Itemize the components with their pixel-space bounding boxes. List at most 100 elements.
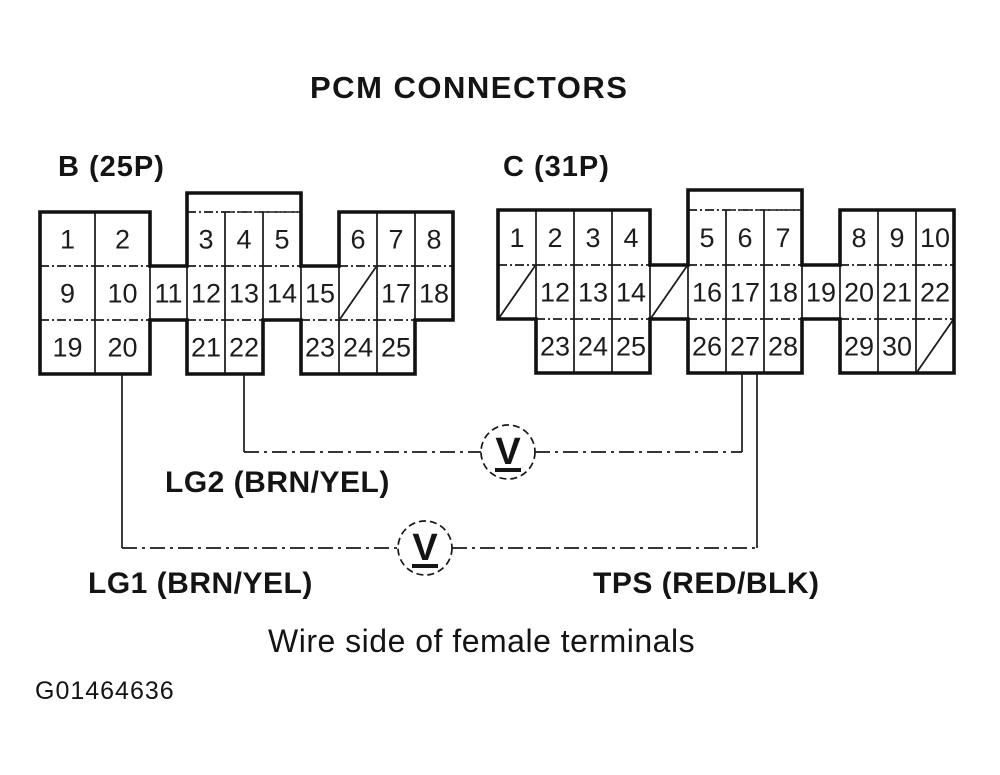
pin-cell-C-8: 8 <box>839 209 879 266</box>
pin-cell-C-9: 9 <box>877 209 917 266</box>
pin-number: 19 <box>52 333 82 363</box>
pin-cell-C-4: 4 <box>611 209 651 266</box>
pin-cell-C-25: 25 <box>611 318 651 374</box>
connector-b-label: B (25P) <box>58 151 165 183</box>
pin-cell-B-21: 21 <box>186 319 226 375</box>
pin-cell-C-12: 12 <box>535 264 575 320</box>
pin-number: 22 <box>920 278 950 308</box>
pin-cell-B-10: 10 <box>94 265 151 321</box>
pin-number: 29 <box>844 332 874 362</box>
pin-number: 16 <box>692 278 722 308</box>
pin-number: 18 <box>768 278 798 308</box>
pin-cell-C-27: 27 <box>725 318 765 374</box>
connector-outline-B <box>38 191 455 376</box>
pin-number: 5 <box>699 223 714 253</box>
wire-label-lg1: LG1 (BRN/YEL) <box>88 567 313 600</box>
pin-cell-B-18: 18 <box>414 265 454 321</box>
pin-number: 15 <box>305 279 335 309</box>
pin-cell-C-3: 3 <box>573 209 613 266</box>
pin-cell-C-26: 26 <box>687 318 727 374</box>
pin-number: 12 <box>540 278 570 308</box>
voltmeter-upper: V <box>480 424 536 480</box>
pin-number: 2 <box>115 225 130 255</box>
pin-number: 2 <box>547 223 562 253</box>
pin-cell-B-5: 5 <box>262 211 302 267</box>
pin-number: 23 <box>305 333 335 363</box>
pin-number: 28 <box>768 332 798 362</box>
pin-cell-B-6: 6 <box>338 211 378 267</box>
pin-number: 20 <box>844 278 874 308</box>
pin-number: 24 <box>578 332 608 362</box>
pin-number: 7 <box>775 223 790 253</box>
wire-label-lg2: LG2 (BRN/YEL) <box>165 466 390 499</box>
no-pin-diagonal <box>650 265 688 319</box>
pin-cell-C-5: 5 <box>687 209 727 266</box>
figure-code: G01464636 <box>35 677 175 705</box>
pin-number: 3 <box>585 223 600 253</box>
pin-number: 26 <box>692 332 722 362</box>
pin-cell-C-10: 10 <box>915 209 955 266</box>
pin-cell-B-1: 1 <box>39 211 96 267</box>
pin-number: 1 <box>509 223 524 253</box>
no-pin-diagonal <box>498 265 536 319</box>
voltmeter-symbol: V <box>495 431 521 473</box>
pin-number: 13 <box>229 279 259 309</box>
pin-cell-B-24: 24 <box>338 319 378 375</box>
pin-cell-B-25: 25 <box>376 319 416 375</box>
wire-run-upper-lg2-tps <box>243 373 743 453</box>
page-title: PCM CONNECTORS <box>310 70 629 105</box>
pin-number: 7 <box>388 225 403 255</box>
wire-label-tps: TPS (RED/BLK) <box>593 567 820 600</box>
connector-outline-C <box>496 188 956 375</box>
pin-number: 21 <box>882 278 912 308</box>
pin-number: 12 <box>191 279 221 309</box>
pin-cell-B-blocked-r1c7 <box>338 265 378 321</box>
pin-number: 8 <box>426 225 441 255</box>
pin-cell-C-30: 30 <box>877 318 917 374</box>
pin-cell-C-blocked-r1c4 <box>649 264 689 320</box>
pin-cell-B-14: 14 <box>262 265 302 321</box>
voltmeter-circle <box>480 424 536 480</box>
pin-number: 22 <box>229 333 259 363</box>
connector-c-label: C (31P) <box>503 151 610 183</box>
pin-number: 25 <box>381 333 411 363</box>
pin-number: 18 <box>419 279 449 309</box>
pin-cell-C-blocked-r1c0 <box>497 264 537 320</box>
pin-number: 20 <box>107 333 137 363</box>
pin-number: 11 <box>154 279 182 309</box>
pin-number: 30 <box>882 332 912 362</box>
pin-number: 24 <box>343 333 373 363</box>
voltmeter-symbol: V <box>412 527 438 569</box>
pin-number: 19 <box>806 278 836 308</box>
pin-cell-B-23: 23 <box>300 319 340 375</box>
no-pin-diagonal <box>916 319 954 373</box>
pin-number: 3 <box>198 225 213 255</box>
pin-number: 6 <box>350 225 365 255</box>
pin-cell-C-13: 13 <box>573 264 613 320</box>
pin-cell-C-17: 17 <box>725 264 765 320</box>
pin-cell-C-19: 19 <box>801 264 841 320</box>
pin-number: 10 <box>920 223 950 253</box>
pin-cell-C-29: 29 <box>839 318 879 374</box>
pin-cell-C-2: 2 <box>535 209 575 266</box>
pin-number: 5 <box>274 225 289 255</box>
pin-cell-B-8: 8 <box>414 211 454 267</box>
voltmeter-circle <box>397 520 453 576</box>
pin-cell-C-16: 16 <box>687 264 727 320</box>
pin-cell-C-21: 21 <box>877 264 917 320</box>
pin-cell-B-19: 19 <box>39 319 96 375</box>
pin-number: 25 <box>616 332 646 362</box>
pin-number: 27 <box>730 332 760 362</box>
pin-number: 17 <box>381 279 411 309</box>
no-pin-diagonal <box>339 266 377 320</box>
pin-cell-C-23: 23 <box>535 318 575 374</box>
pin-cell-C-14: 14 <box>611 264 651 320</box>
pin-number: 4 <box>623 223 638 253</box>
pin-cell-B-3: 3 <box>186 211 226 267</box>
pin-cell-C-7: 7 <box>763 209 803 266</box>
pin-number: 17 <box>730 278 760 308</box>
